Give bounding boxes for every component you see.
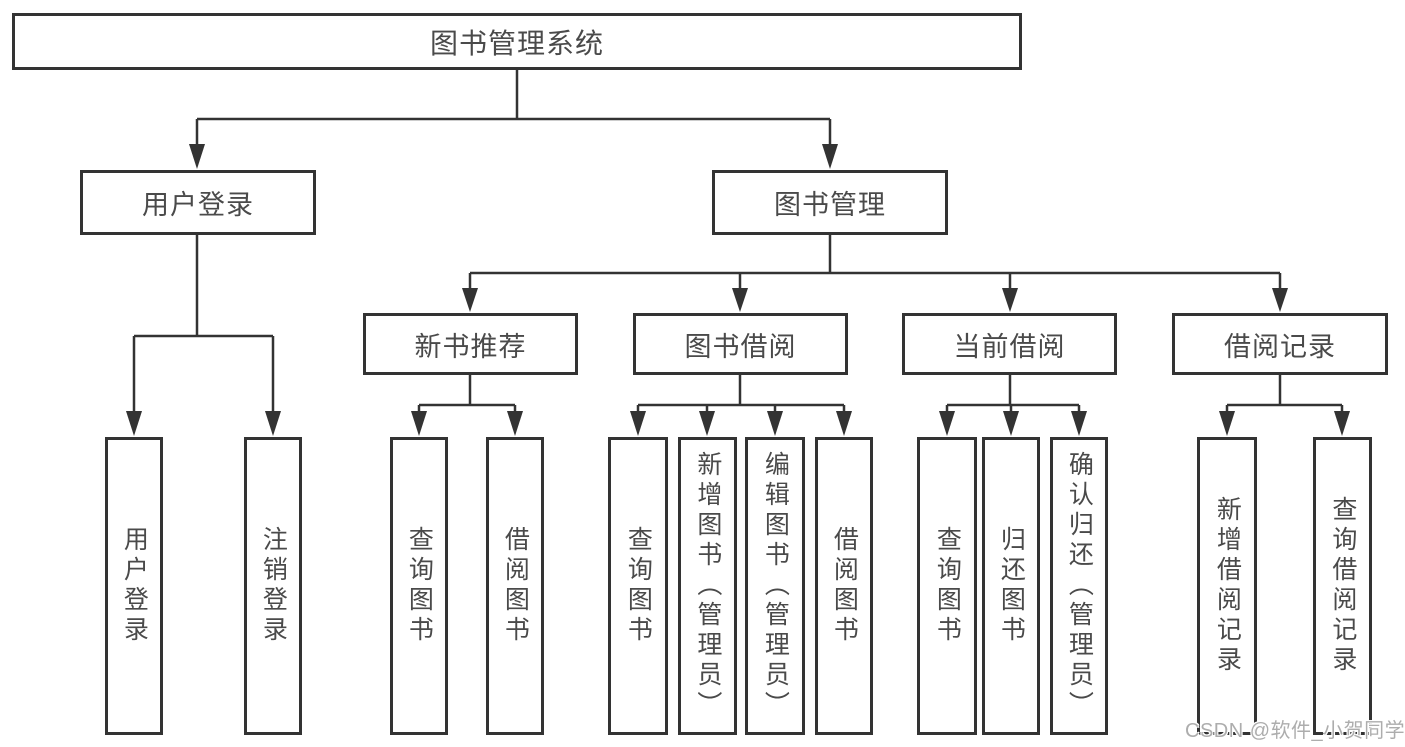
node-label: 借阅图书 (830, 526, 859, 646)
leaf-logout: 注销登录 (244, 437, 302, 735)
node-label: 借阅图书 (501, 526, 530, 646)
connector-paths (132, 70, 1344, 416)
node-label: 查询图书 (624, 526, 653, 646)
leaf-user-login: 用户登录 (105, 437, 163, 735)
node-book-management: 图书管理 (712, 170, 948, 235)
node-label: 图书借阅 (684, 331, 797, 362)
node-label: 当前借阅 (953, 331, 1066, 362)
leaf-return-books: 归还图书 (982, 437, 1040, 735)
node-label: 用户登录 (142, 190, 254, 220)
leaf-query-books-borrow: 查询图书 (608, 437, 668, 735)
leaf-add-borrow-record: 新增借阅记录 (1197, 437, 1257, 735)
node-label: 借阅记录 (1224, 331, 1336, 362)
node-new-book-recommend: 新书推荐 (363, 313, 578, 375)
leaf-borrow-books: 借阅图书 (815, 437, 873, 735)
node-book-borrow: 图书借阅 (633, 313, 848, 375)
node-label: 查询图书 (933, 526, 962, 646)
node-label: 新增图书（管理员） (693, 451, 722, 721)
csdn-watermark: CSDN @软件_小贺同学 (1185, 720, 1405, 742)
node-label: 确认归还（管理员） (1065, 451, 1094, 721)
leaf-add-books-admin: 新增图书（管理员） (678, 437, 737, 735)
node-borrow-records: 借阅记录 (1172, 313, 1388, 375)
node-user-login: 用户登录 (80, 170, 316, 235)
node-label: 归还图书 (997, 526, 1026, 646)
leaf-query-books-current: 查询图书 (917, 437, 977, 735)
node-label: 查询借阅记录 (1328, 496, 1357, 676)
leaf-borrow-books-recommend: 借阅图书 (486, 437, 544, 735)
node-label: 编辑图书（管理员） (761, 451, 790, 721)
node-library-management-system: 图书管理系统 (12, 13, 1022, 70)
leaf-confirm-return-admin: 确认归还（管理员） (1050, 437, 1108, 735)
node-label: 图书管理 (774, 190, 886, 220)
leaf-query-books-recommend: 查询图书 (390, 437, 448, 735)
node-current-borrow: 当前借阅 (902, 313, 1117, 375)
node-label: 新增借阅记录 (1213, 496, 1242, 676)
node-label: 注销登录 (259, 526, 288, 646)
node-label: 图书管理系统 (429, 27, 604, 59)
leaf-edit-books-admin: 编辑图书（管理员） (745, 437, 805, 735)
leaf-query-borrow-record: 查询借阅记录 (1313, 437, 1372, 735)
node-label: 查询图书 (405, 526, 434, 646)
node-label: 新书推荐 (414, 331, 527, 362)
node-label: 用户登录 (120, 526, 149, 646)
arrowheads (126, 144, 1350, 436)
